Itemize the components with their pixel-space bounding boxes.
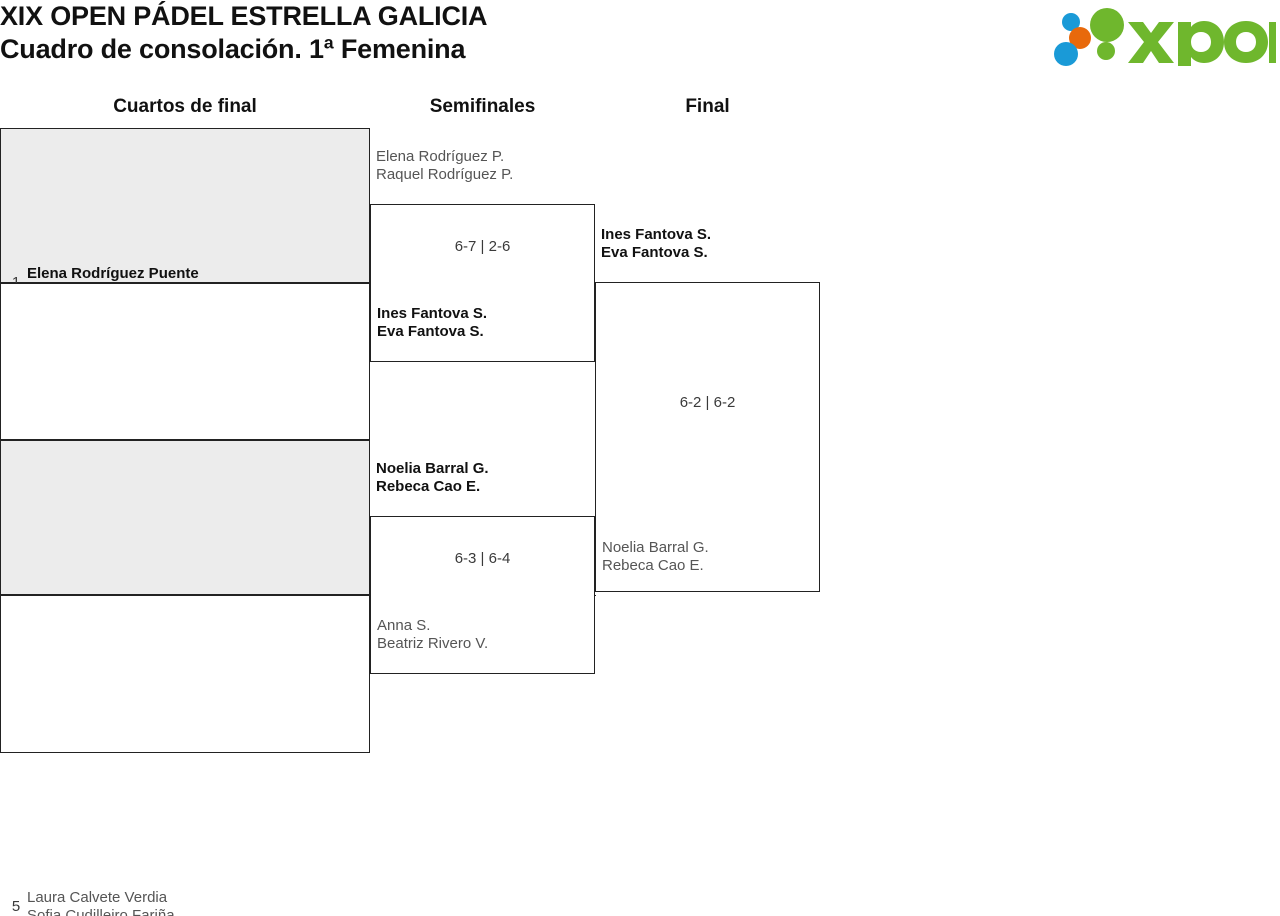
sf1-team-top: Elena Rodríguez P. Raquel Rodríguez P.	[376, 148, 513, 184]
xporty-logo[interactable]	[1050, 6, 1276, 66]
player-name: Anna S.	[377, 617, 431, 634]
round-header-quarterfinals: Cuartos de final	[113, 96, 257, 117]
match-box-qf2[interactable]: 3 Paula Avendaño Perez Paula Iglesias Re…	[0, 283, 370, 714]
match-score: 6-2 | 6-2	[679, 394, 736, 411]
match-box-qf3[interactable]: 5 Laura Calvete Verdia Sofia Cudilleiro …	[0, 440, 370, 916]
connector-sf2	[594, 595, 596, 596]
player-name: Laura Calvete Verdia	[27, 889, 168, 906]
player-name: Elena Rodríguez Puente	[27, 265, 199, 282]
match-score: 6-7 | 2-6	[454, 238, 511, 255]
player-name: Ines Fantova S.	[601, 226, 712, 243]
sf1-team-bottom: Ines Fantova S. Eva Fantova S.	[377, 305, 487, 341]
player-name: Eva Fantova S.	[377, 323, 484, 340]
team-top: Laura Calvete Verdia Sofia Cudilleiro Fa…	[27, 889, 175, 916]
match-box-final[interactable]: 6-2 | 6-2 Noelia Barral G. Rebeca Cao E.	[595, 282, 820, 592]
player-name: Rebeca Cao E.	[602, 557, 704, 574]
player-name: Ines Fantova S.	[377, 305, 488, 322]
final-team-bottom: Noelia Barral G. Rebeca Cao E.	[602, 539, 709, 575]
player-name: Beatriz Rivero V.	[377, 635, 489, 652]
round-header-semifinals: Semifinales	[429, 96, 536, 117]
player-name: Eva Fantova S.	[601, 244, 708, 261]
player-name: Rebeca Cao E.	[376, 478, 481, 495]
draw-subtitle: Cuadro de consolación. 1ª Femenina	[0, 34, 466, 64]
seed-number: 5	[11, 898, 21, 915]
tournament-title: XIX OPEN PÁDEL ESTRELLA GALICIA	[0, 1, 488, 31]
sf2-team-bottom: Anna S. Beatriz Rivero V.	[377, 617, 488, 653]
player-name: Sofia Cudilleiro Fariña	[27, 907, 175, 916]
player-name: Raquel Rodríguez P.	[376, 166, 514, 183]
player-name: Noelia Barral G.	[376, 460, 489, 477]
player-name: Elena Rodríguez P.	[376, 148, 505, 165]
logo-wordmark	[1128, 21, 1276, 66]
match-box-sf1[interactable]: 6-7 | 2-6 Ines Fantova S. Eva Fantova S.	[370, 204, 595, 362]
round-header-final: Final	[685, 96, 730, 117]
match-box-qf4[interactable]: 7 Anna Singer Beatriz Rivero Vieiros 6-4…	[0, 595, 370, 753]
match-box-sf2[interactable]: 6-3 | 6-4 Anna S. Beatriz Rivero V.	[370, 516, 595, 674]
logo-dots-icon	[1054, 8, 1124, 66]
match-score: 6-3 | 6-4	[454, 550, 511, 567]
page-title: XIX OPEN PÁDEL ESTRELLA GALICIA Cuadro d…	[0, 0, 900, 66]
player-name: Noelia Barral G.	[602, 539, 709, 556]
seed-number: 1	[7, 274, 25, 292]
sf2-team-top: Noelia Barral G. Rebeca Cao E.	[376, 460, 489, 496]
final-team-top: Ines Fantova S. Eva Fantova S.	[601, 226, 711, 262]
match-box-qf1[interactable]: 1 Elena Rodríguez Puente Raquel Rodrígue…	[0, 128, 370, 403]
